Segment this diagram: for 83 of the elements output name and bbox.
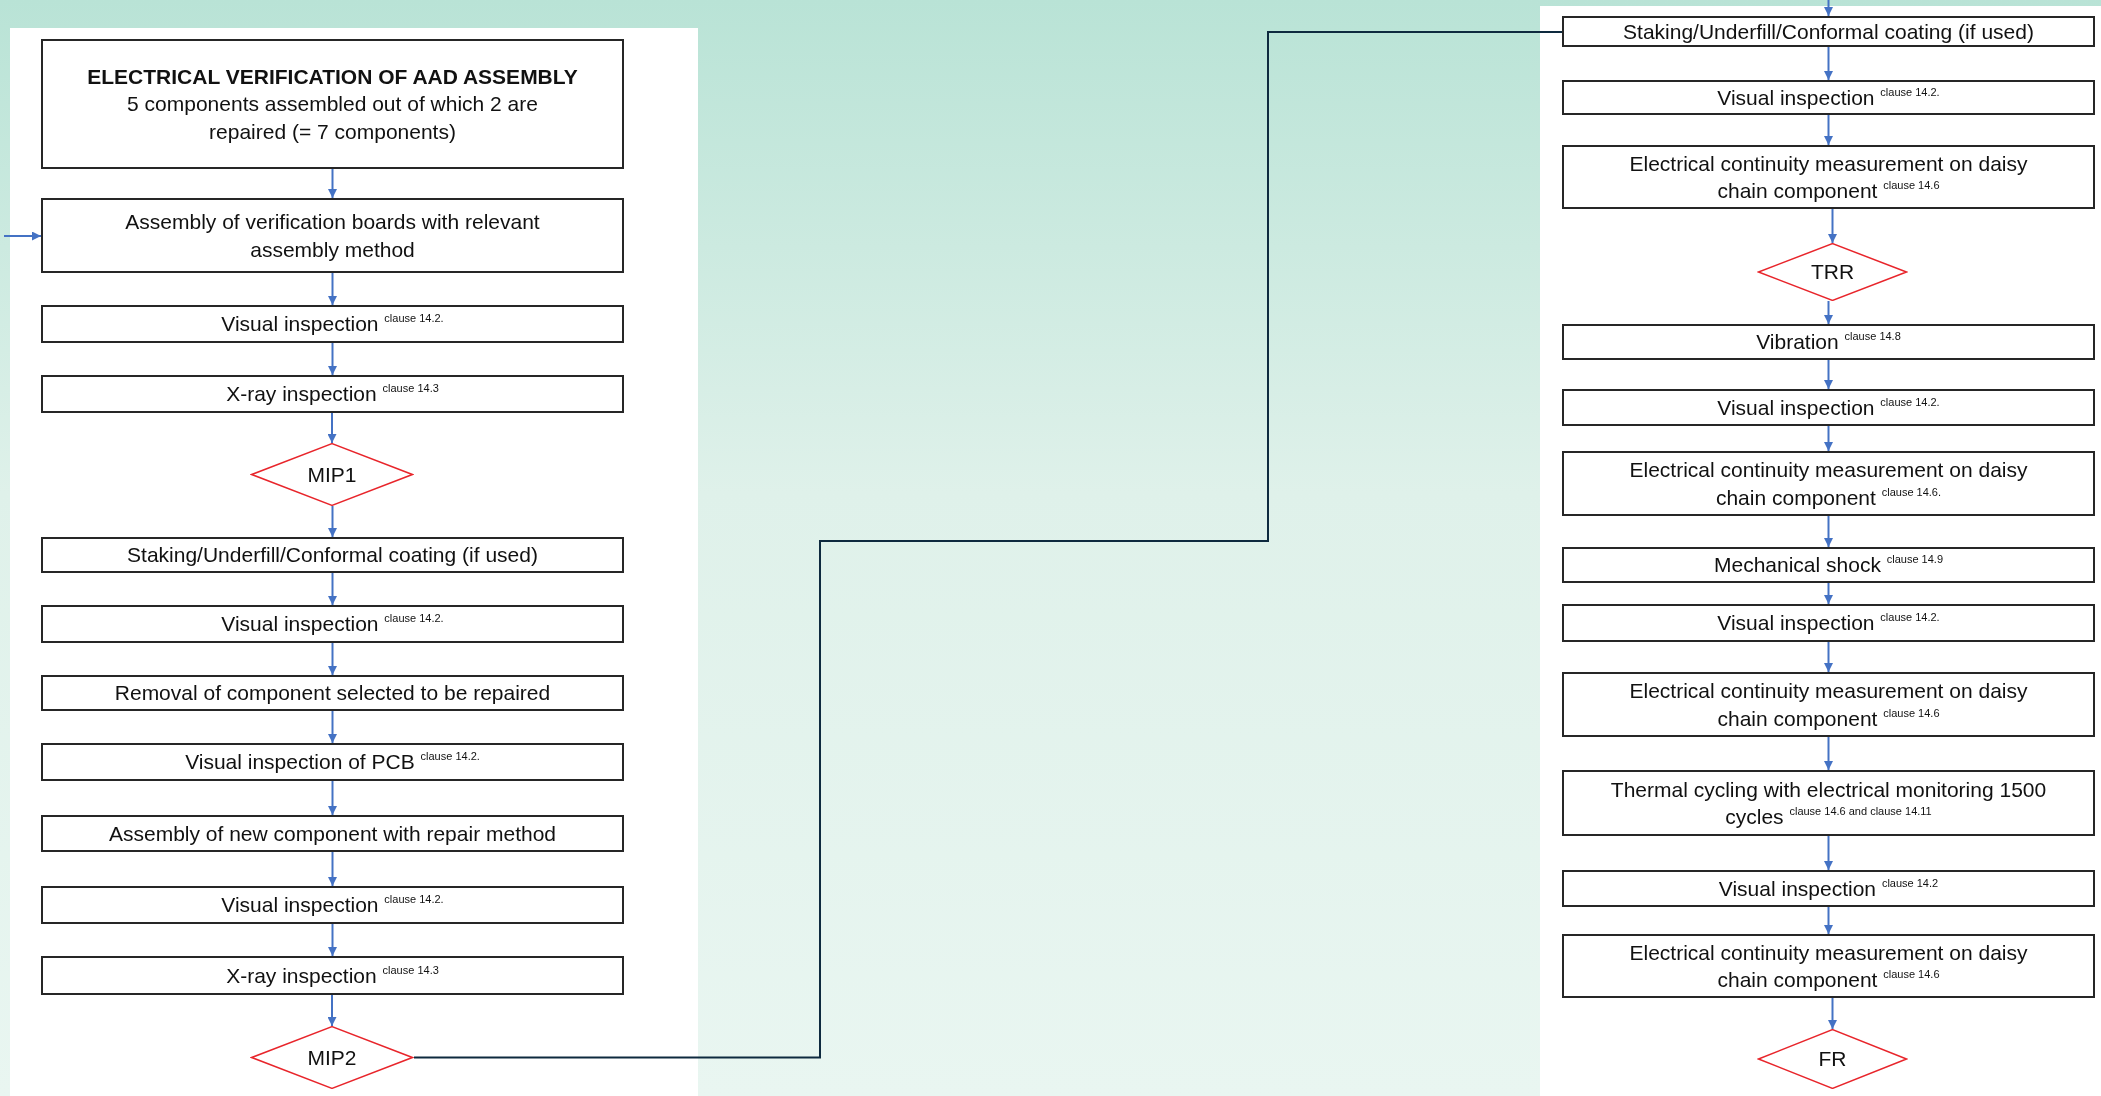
process-box	[1562, 451, 2095, 516]
step-text: Assembly of new component with repair method	[108, 820, 557, 847]
process-box	[41, 956, 624, 995]
step-text: Visual inspection $^{clause 14.2.}$	[1717, 394, 1940, 421]
arrow	[328, 710, 337, 744]
process-box	[41, 815, 624, 852]
arrow	[1824, 641, 1833, 673]
arrow	[327, 994, 337, 1027]
arrow	[1828, 997, 1837, 1030]
process-box	[41, 375, 624, 413]
step-text: Visual inspection $^{clause 14.2.}$	[1717, 610, 1940, 637]
arrow	[1824, 582, 1833, 605]
step-text: Visual inspection $^{clause 14.2}$	[1718, 875, 1939, 902]
process-box	[41, 198, 624, 273]
process-box	[1562, 604, 2095, 642]
process-box	[1562, 16, 2095, 47]
diamond-label: FR	[1818, 1046, 1847, 1073]
arrow	[1824, 515, 1833, 548]
process-box	[1562, 80, 2095, 115]
step-text: Assembly of verification boards with relevant assembly method	[124, 209, 541, 263]
arrow	[1824, 0, 1833, 17]
arrow	[328, 851, 337, 887]
arrow	[3, 231, 42, 241]
process-box	[1562, 672, 2095, 737]
step-text: Thermal cycling with electrical monitoring 1500 cycles $^{clause 14.6 and clause 14.11}$	[1609, 776, 2048, 830]
step-text: 5 components assembled out of which 2 are repaired (= 7 components)	[126, 91, 539, 145]
arrow	[1824, 906, 1833, 935]
diamond-label: MIP1	[307, 461, 357, 488]
step-text: Staking/Underfill/Conformal coating (if used)	[127, 542, 538, 569]
diamond-label: MIP2	[307, 1044, 357, 1071]
arrow	[328, 923, 337, 957]
step-text: X-ray inspection $^{clause 14.3}$	[226, 381, 439, 408]
step-text: X-ray inspection $^{clause 14.3}$	[226, 962, 439, 989]
process-box	[41, 537, 624, 573]
arrow	[1824, 114, 1833, 146]
arrow	[1824, 425, 1833, 452]
arrow	[1824, 46, 1833, 81]
process-box	[41, 305, 624, 343]
step-text: Vibration $^{clause 14.8}$	[1756, 329, 1901, 356]
arrow	[328, 780, 337, 816]
process-box	[1562, 934, 2095, 998]
step-text: Visual inspection $^{clause 14.2.}$	[221, 892, 444, 919]
step-text: Visual inspection $^{clause 14.2.}$	[221, 611, 444, 638]
step-text: Mechanical shock $^{clause 14.9}$	[1714, 552, 1943, 579]
decision-diamond	[1757, 1029, 1908, 1089]
process-box	[41, 743, 624, 781]
process-box	[41, 886, 624, 924]
arrow	[328, 642, 337, 676]
step-text: Electrical continuity measurement on daisy chain component $^{clause 14.6.}$	[1628, 457, 2029, 511]
step-text: Visual inspection $^{clause 14.2.}$	[221, 311, 444, 338]
arrow	[328, 505, 337, 538]
arrow	[1824, 736, 1833, 771]
arrow	[1824, 300, 1833, 325]
process-box	[1562, 547, 2095, 583]
process-box	[1562, 324, 2095, 360]
process-box	[1562, 145, 2095, 209]
arrow	[1824, 835, 1833, 871]
decision-diamond	[250, 1026, 414, 1089]
arrow	[1828, 208, 1837, 244]
step-text: Staking/Underfill/Conformal coating (if used)	[1623, 18, 2034, 45]
arrow	[328, 272, 337, 306]
arrow	[327, 412, 337, 444]
process-box	[1562, 770, 2095, 836]
connector-line	[413, 31, 1563, 1059]
arrow	[328, 342, 337, 376]
step-text: Electrical continuity measurement on daisy chain component $^{clause 14.6}$	[1628, 678, 2029, 732]
step-text: Visual inspection of PCB $^{clause 14.2.}$	[185, 749, 480, 776]
diamond-label: TRR	[1810, 259, 1855, 286]
step-text: Electrical continuity measurement on daisy chain component $^{clause 14.6}$	[1628, 150, 2029, 204]
heading-text: ELECTRICAL VERIFICATION OF AAD ASSEMBLY	[87, 64, 578, 91]
decision-diamond	[250, 443, 414, 506]
arrow	[328, 572, 337, 606]
process-box	[41, 39, 624, 169]
process-box	[41, 675, 624, 711]
decision-diamond	[1757, 243, 1908, 301]
step-text: Visual inspection $^{clause 14.2.}$	[1717, 84, 1940, 111]
process-box	[1562, 389, 2095, 426]
process-box	[41, 605, 624, 643]
arrow	[1824, 359, 1833, 390]
arrow	[328, 168, 337, 199]
process-box	[1562, 870, 2095, 907]
step-text: Electrical continuity measurement on daisy chain component $^{clause 14.6}$	[1628, 939, 2029, 993]
step-text: Removal of component selected to be repaired	[114, 680, 551, 707]
